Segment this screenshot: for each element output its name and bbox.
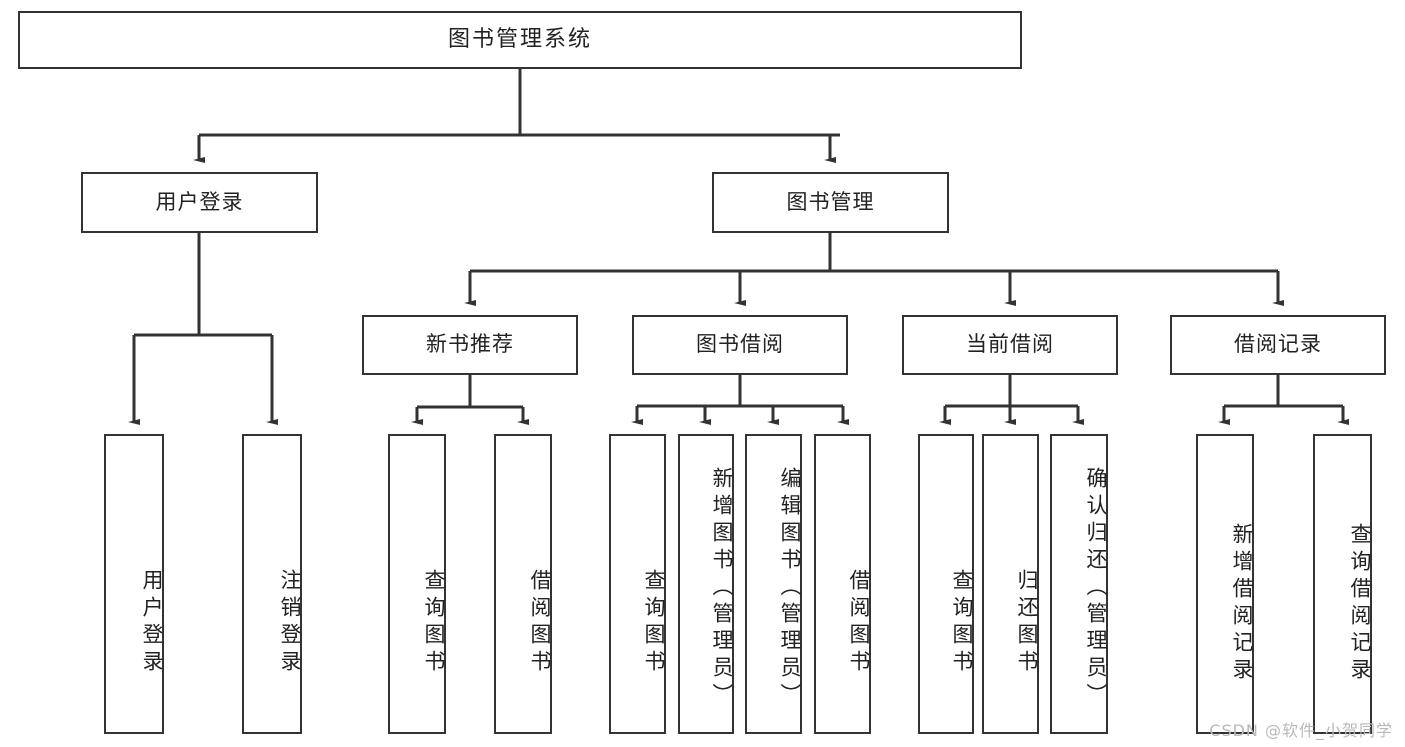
node-label: 图书借阅: [696, 332, 784, 357]
node-label: 确认归还（管理员）: [1084, 466, 1108, 710]
node-new-book-rec[interactable]: 新书推荐: [362, 315, 578, 375]
leaf-borrow-book[interactable]: 借阅图书: [814, 434, 871, 734]
leaf-logout-login[interactable]: 注销登录: [242, 434, 302, 734]
leaf-return-book[interactable]: 归还图书: [982, 434, 1039, 734]
node-book-manage[interactable]: 图书管理: [712, 172, 949, 233]
node-current-borrow[interactable]: 当前借阅: [902, 315, 1118, 375]
leaf-query-book-current[interactable]: 查询图书: [918, 434, 974, 734]
node-label: 借阅记录: [1234, 332, 1322, 357]
csdn-watermark: CSDN @软件_小贺同学: [1209, 721, 1393, 740]
node-book-borrow[interactable]: 图书借阅: [632, 315, 848, 375]
leaf-confirm-return[interactable]: 确认归还（管理员）: [1050, 434, 1108, 734]
node-label: 编辑图书（管理员）: [778, 466, 802, 710]
leaf-query-book-borrow[interactable]: 查询图书: [609, 434, 666, 734]
node-label: 注销登录: [278, 569, 302, 677]
node-label: 查询借阅记录: [1348, 523, 1372, 685]
node-label: 新书推荐: [426, 332, 514, 357]
leaf-query-borrow-record[interactable]: 查询借阅记录: [1313, 434, 1372, 734]
node-label: 用户登录: [140, 569, 164, 677]
node-label: 借阅图书: [847, 569, 871, 677]
leaf-query-book-new[interactable]: 查询图书: [388, 434, 446, 734]
leaf-add-book[interactable]: 新增图书（管理员）: [678, 434, 734, 734]
node-root-system[interactable]: 图书管理系统: [18, 11, 1022, 69]
node-label: 新增图书（管理员）: [710, 466, 734, 710]
node-label: 图书管理系统: [447, 26, 592, 52]
node-label: 图书管理: [786, 189, 875, 214]
node-label: 用户登录: [155, 189, 244, 214]
node-label: 归还图书: [1015, 569, 1039, 677]
leaf-edit-book[interactable]: 编辑图书（管理员）: [745, 434, 802, 734]
leaf-add-borrow-record[interactable]: 新增借阅记录: [1196, 434, 1254, 734]
node-label: 当前借阅: [966, 332, 1054, 357]
node-label: 查询图书: [422, 569, 446, 677]
node-borrow-record[interactable]: 借阅记录: [1170, 315, 1386, 375]
leaf-borrow-book-new[interactable]: 借阅图书: [494, 434, 552, 734]
node-label: 查询图书: [642, 569, 666, 677]
node-user-login[interactable]: 用户登录: [81, 172, 318, 233]
node-label: 借阅图书: [528, 569, 552, 677]
node-label: 新增借阅记录: [1230, 523, 1254, 685]
leaf-user-login[interactable]: 用户登录: [104, 434, 164, 734]
node-label: 查询图书: [950, 569, 974, 677]
